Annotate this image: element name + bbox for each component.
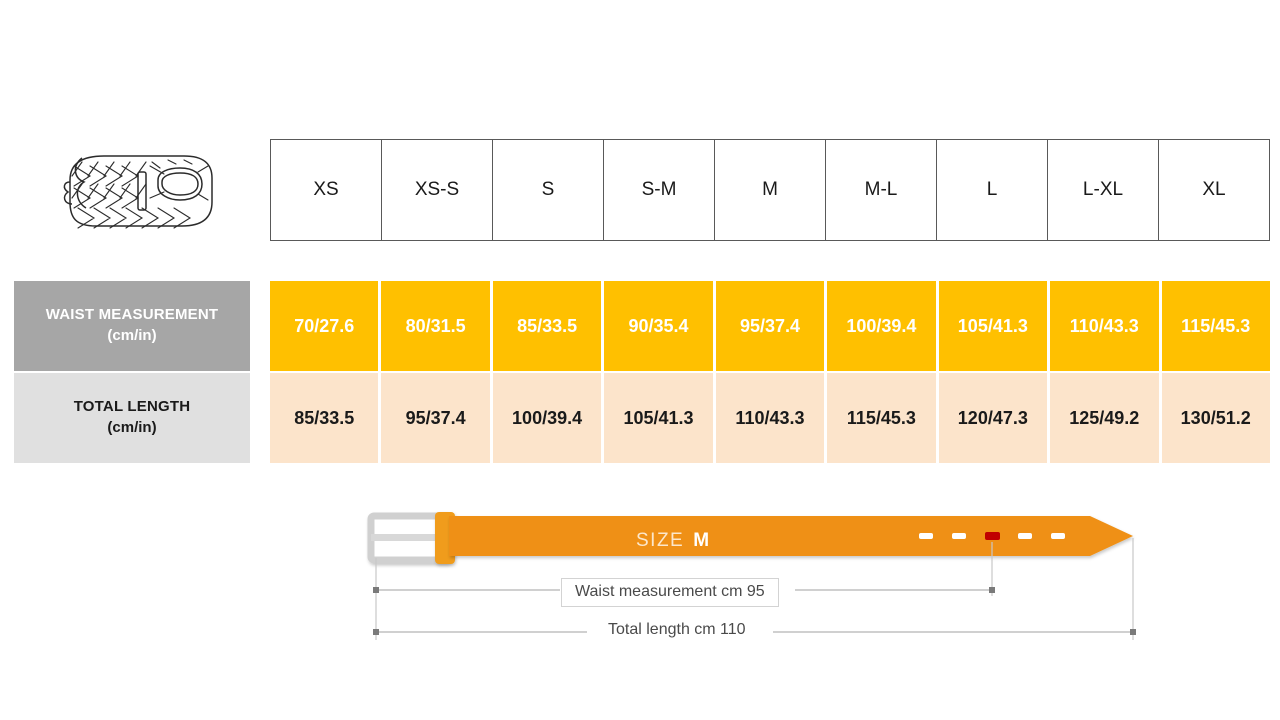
belt-hole [919, 533, 933, 539]
belt-strap [449, 516, 1133, 556]
row-label-line2: (cm/in) [107, 419, 157, 436]
size-header-cell: L [937, 140, 1048, 240]
table-cell: 125/49.2 [1050, 373, 1162, 463]
table-cell: 90/35.4 [604, 281, 716, 371]
size-header-cell: S-M [604, 140, 715, 240]
table-cell: 80/31.5 [381, 281, 493, 371]
table-cell: 110/43.3 [715, 373, 828, 463]
table-cell: 85/33.5 [270, 373, 382, 463]
table-cell: 85/33.5 [492, 281, 605, 371]
table-cell: 100/39.4 [492, 373, 605, 463]
size-data-rows: 70/27.6 80/31.5 85/33.5 90/35.4 95/37.4 … [270, 281, 1270, 463]
belt-measurement-diagram [367, 512, 1136, 640]
size-header-cell: XS [271, 140, 382, 240]
table-cell: 100/39.4 [827, 281, 939, 371]
belt-hole [952, 533, 966, 539]
size-header-row: XS XS-S S S-M M M-L L L-XL XL [270, 139, 1270, 241]
table-cell: 105/41.3 [938, 281, 1051, 371]
size-header-cell: XS-S [382, 140, 493, 240]
size-table: XS XS-S S S-M M M-L L L-XL XL [270, 139, 1270, 241]
table-cell: 95/37.4 [715, 281, 828, 371]
row-label-total-length: TOTAL LENGTH (cm/in) [14, 373, 250, 463]
table-row-total-length: 85/33.5 95/37.4 100/39.4 105/41.3 110/43… [270, 373, 1270, 463]
belt-hole [1051, 533, 1065, 539]
row-label-waist-measurement: WAIST MEASUREMENT (cm/in) [14, 281, 250, 371]
table-cell: 95/37.4 [381, 373, 493, 463]
row-label-line1: WAIST MEASUREMENT [45, 306, 219, 323]
table-cell: 130/51.2 [1161, 373, 1270, 463]
size-header-cell: S [493, 140, 604, 240]
braided-belt-icon [63, 155, 213, 229]
row-label-line1: TOTAL LENGTH [73, 398, 191, 415]
size-header-cell: XL [1159, 140, 1270, 240]
waist-measurement-label: Waist measurement cm 95 [561, 578, 779, 607]
belt-hole [1018, 533, 1032, 539]
size-header-cell: L-XL [1048, 140, 1159, 240]
table-cell: 110/43.3 [1050, 281, 1162, 371]
table-cell: 120/47.3 [938, 373, 1051, 463]
table-cell: 115/45.3 [827, 373, 939, 463]
table-cell: 105/41.3 [604, 373, 716, 463]
total-length-label: Total length cm 110 [598, 619, 756, 641]
size-header-cell: M-L [826, 140, 937, 240]
row-label-line2: (cm/in) [107, 327, 157, 344]
belt-hole-active [985, 532, 1000, 540]
table-cell: 70/27.6 [270, 281, 382, 371]
table-cell: 115/45.3 [1161, 281, 1270, 371]
table-row-waist-measurement: 70/27.6 80/31.5 85/33.5 90/35.4 95/37.4 … [270, 281, 1270, 371]
size-header-cell: M [715, 140, 826, 240]
